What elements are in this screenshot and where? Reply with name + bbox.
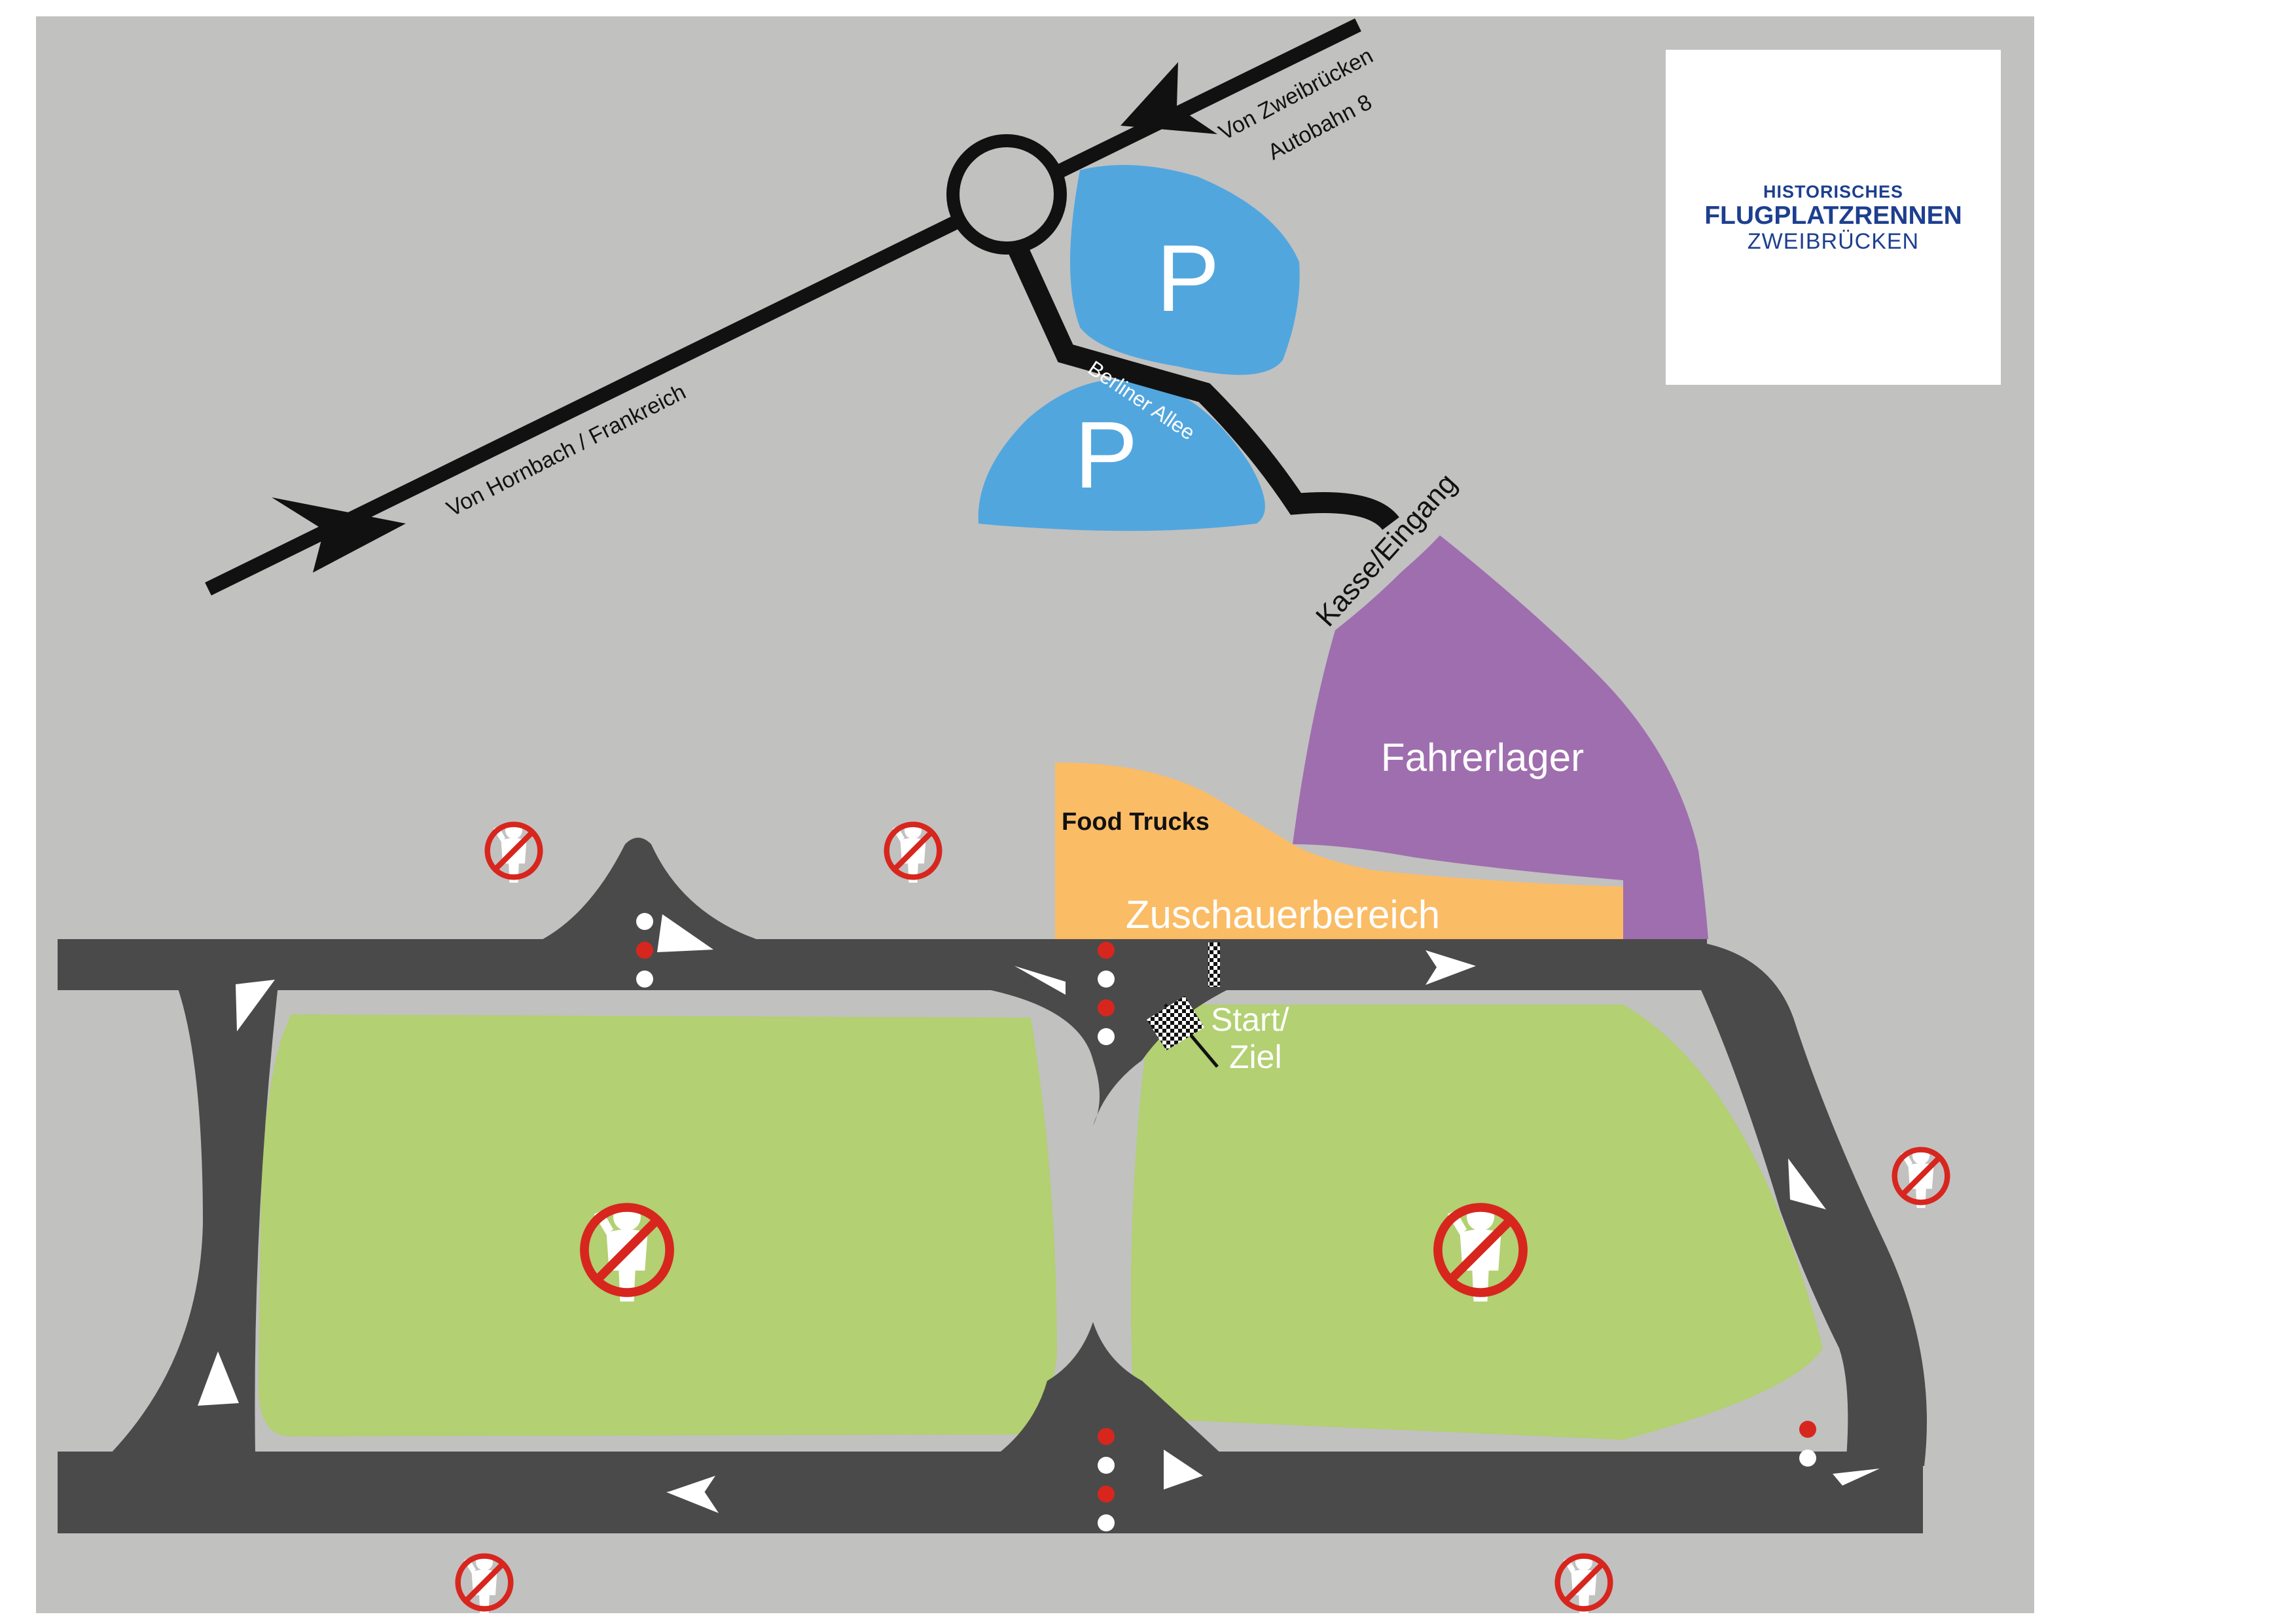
label-fahrerlager: Fahrerlager: [1381, 736, 1584, 779]
logo-line-flugplatzrennen: FLUGPLATZRENNEN: [1704, 202, 1962, 230]
label-ziel: Ziel: [1229, 1039, 1282, 1075]
label-start: Start/: [1211, 1001, 1289, 1038]
event-logo: HISTORISCHES FLUGPLATZRENNEN ZWEIBRÜCKEN: [1666, 50, 2001, 385]
checkered-flag-icon: [1147, 996, 1219, 1068]
parking-area-1: [1070, 165, 1300, 375]
fahrerlager-area: [1293, 535, 1708, 939]
parking-area-2: [978, 378, 1265, 531]
logo-line-zweibruecken: ZWEIBRÜCKEN: [1747, 229, 1920, 254]
arrow-from-hornbach: [272, 497, 406, 573]
arrow-from-zweibruecken: [1121, 62, 1217, 134]
track-markers: [636, 913, 1816, 1531]
roundabout: [946, 134, 1067, 255]
label-food-trucks: Food Trucks: [1062, 808, 1210, 836]
food-truck-area: [1055, 762, 1630, 939]
label-parking-2: P: [1075, 402, 1138, 508]
label-zuschauer: Zuschauerbereich: [1126, 893, 1440, 936]
logo-line-historisches: HISTORISCHES: [1763, 182, 1904, 202]
direction-arrows: [198, 914, 1880, 1513]
label-parking-1: P: [1157, 225, 1220, 331]
start-finish-line: [1208, 942, 1220, 987]
